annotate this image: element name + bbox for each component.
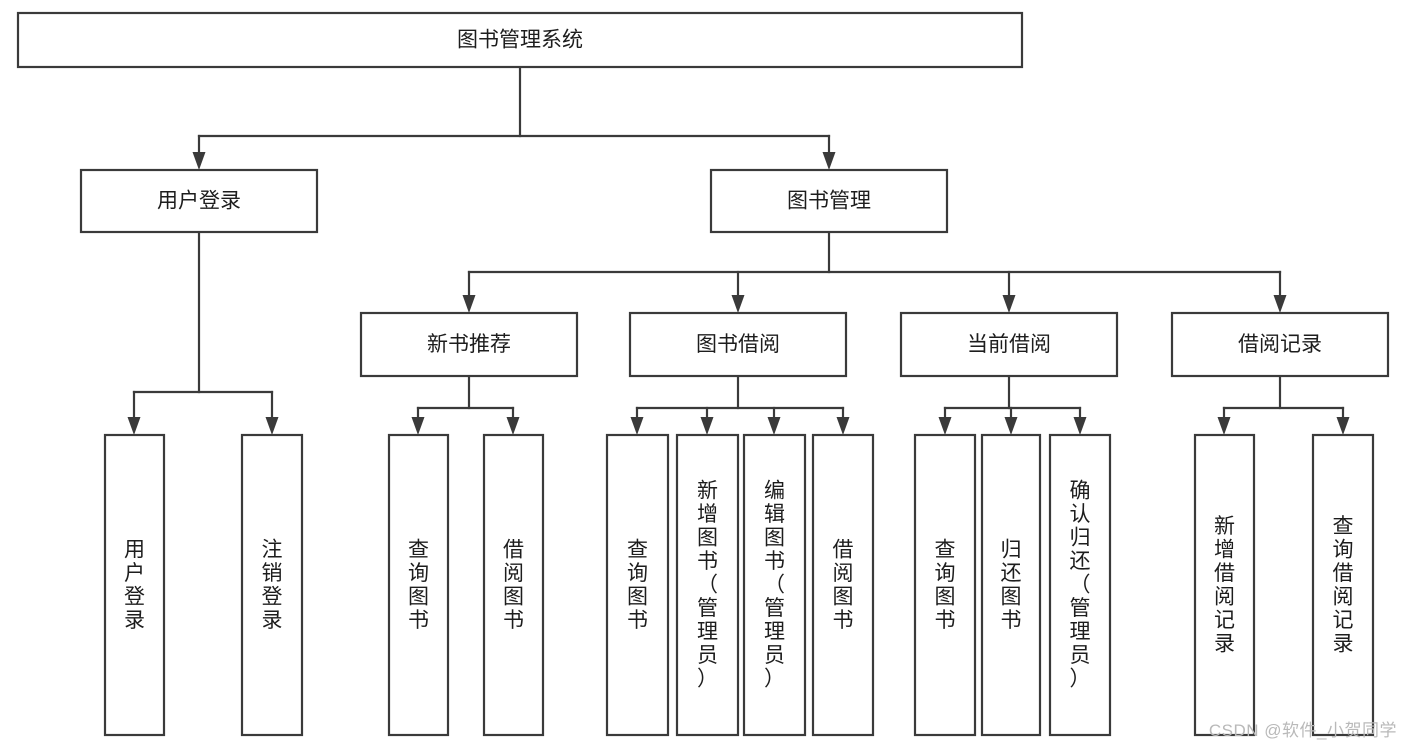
arrow-head-icon [1336,417,1350,435]
leaf-node-leaf-logout[interactable]: 注销登录 [240,433,304,737]
node-label: 新增借阅记录 [1214,515,1235,656]
arrow-head-icon [700,417,714,435]
node-box[interactable] [1170,311,1390,378]
node-box[interactable] [913,433,977,737]
connector-group-recommend-to-leaves [411,374,520,435]
node-label: 归还图书 [1001,538,1022,632]
node-box[interactable] [16,11,1024,69]
node-box[interactable] [605,433,670,737]
node-layer: 图书管理系统用户登录图书管理新书推荐图书借阅当前借阅借阅记录用户登录注销登录查询… [16,11,1390,737]
node-box[interactable] [1311,433,1375,737]
node-label: 图书管理 [787,190,871,213]
level3-node-new-book-recommend[interactable]: 新书推荐 [359,311,579,378]
arrow-head-icon [938,417,952,435]
node-box[interactable] [359,311,579,378]
level3-node-borrow-record[interactable]: 借阅记录 [1170,311,1390,378]
leaf-node-leaf-query-book-1[interactable]: 查询图书 [387,433,450,737]
node-label: 查询借阅记录 [1333,515,1354,656]
leaf-node-leaf-query-record[interactable]: 查询借阅记录 [1311,433,1375,737]
leaf-node-leaf-user-login[interactable]: 用户登录 [103,433,166,737]
csdn-watermark: CSDN @软件_小贺同学 [1208,721,1397,740]
node-box[interactable] [103,433,166,737]
connector-group-bookmanage-to-level3 [462,230,1287,313]
connector-layer [127,65,1350,435]
node-box[interactable] [1193,433,1256,737]
node-box[interactable] [675,433,740,737]
connector-group-record-to-leaves [1217,374,1350,435]
node-box[interactable] [811,433,875,737]
arrow-head-icon [1217,417,1231,435]
arrow-head-icon [506,417,520,435]
root-node-root[interactable]: 图书管理系统 [16,11,1024,69]
arrow-head-icon [265,417,279,435]
node-label: 查询图书 [935,538,956,632]
arrow-head-icon [836,417,850,435]
leaf-node-leaf-borrow-book-2[interactable]: 借阅图书 [811,433,875,737]
arrow-head-icon [1004,417,1018,435]
node-box[interactable] [980,433,1042,737]
connector-group-root-to-level2 [192,65,836,170]
leaf-node-leaf-return-book[interactable]: 归还图书 [980,433,1042,737]
leaf-node-leaf-add-record[interactable]: 新增借阅记录 [1193,433,1256,737]
node-label: 编辑图书（管理员） [764,480,785,691]
connector-group-userlogin-to-leaves [127,230,279,435]
arrow-head-icon [1273,295,1287,313]
node-label: 用户登录 [124,538,145,632]
node-label: 图书借阅 [696,333,780,356]
arrow-head-icon [1073,417,1087,435]
node-label: 注销登录 [262,538,283,632]
level2-node-book-manage[interactable]: 图书管理 [709,168,949,234]
arrow-head-icon [411,417,425,435]
connector-group-current-to-leaves [938,374,1087,435]
leaf-node-leaf-query-book-2[interactable]: 查询图书 [605,433,670,737]
node-label: 借阅图书 [833,538,854,632]
node-label: 借阅图书 [503,538,524,632]
node-label: 查询图书 [408,538,429,632]
level2-node-user-login[interactable]: 用户登录 [79,168,319,234]
arrow-head-icon [1002,295,1016,313]
arrow-head-icon [731,295,745,313]
level3-node-current-borrow[interactable]: 当前借阅 [899,311,1119,378]
node-box[interactable] [240,433,304,737]
node-label: 新书推荐 [427,333,511,356]
node-box[interactable] [742,433,807,737]
arrow-head-icon [127,417,141,435]
node-label: 查询图书 [627,538,648,632]
leaf-node-leaf-add-book[interactable]: 新增图书（管理员） [675,433,740,737]
leaf-node-leaf-borrow-book-1[interactable]: 借阅图书 [482,433,545,737]
leaf-node-leaf-confirm-return[interactable]: 确认归还（管理员） [1048,433,1112,737]
leaf-node-leaf-edit-book[interactable]: 编辑图书（管理员） [742,433,807,737]
arrow-head-icon [630,417,644,435]
node-label: 当前借阅 [967,333,1051,356]
node-box[interactable] [79,168,319,234]
node-box[interactable] [628,311,848,378]
node-label: 借阅记录 [1238,333,1322,356]
node-label: 用户登录 [157,190,241,213]
node-box[interactable] [482,433,545,737]
node-box[interactable] [387,433,450,737]
node-box[interactable] [709,168,949,234]
arrow-head-icon [192,152,206,170]
node-label: 新增图书（管理员） [697,480,718,691]
leaf-node-leaf-query-book-3[interactable]: 查询图书 [913,433,977,737]
level3-node-book-borrow[interactable]: 图书借阅 [628,311,848,378]
node-label: 图书管理系统 [457,29,583,52]
node-box[interactable] [1048,433,1112,737]
arrow-head-icon [767,417,781,435]
arrow-head-icon [822,152,836,170]
arrow-head-icon [462,295,476,313]
node-label: 确认归还（管理员） [1070,480,1091,691]
connector-group-borrow-to-leaves [630,374,850,435]
node-box[interactable] [899,311,1119,378]
